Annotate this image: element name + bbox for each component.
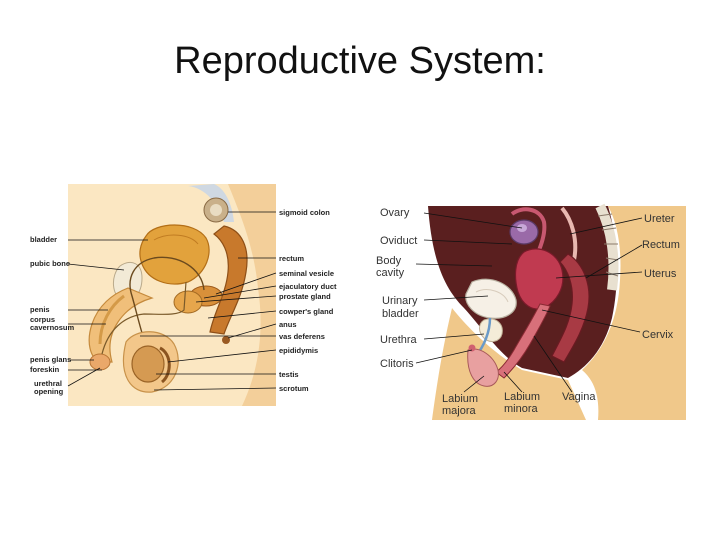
spine-shape xyxy=(595,203,619,291)
label-penis-glans: penis glans xyxy=(30,355,71,364)
label-vagina: Vagina xyxy=(562,391,596,403)
label-sigmoid-colon: sigmoid colon xyxy=(279,208,330,217)
vas-deferens-path xyxy=(129,256,205,347)
label-scrotum: scrotum xyxy=(279,384,309,393)
label-ovary: Ovary xyxy=(380,207,410,219)
label-labium-majora-2: majora xyxy=(442,405,477,417)
label-urinary: Urinary xyxy=(382,295,418,307)
slide-title: Reproductive System: xyxy=(174,40,546,82)
anus-shape xyxy=(222,336,230,344)
label-epididymis: epididymis xyxy=(279,346,318,355)
label-uterus: Uterus xyxy=(644,268,677,280)
ovary-shape xyxy=(509,219,539,245)
label-prostate-gland: prostate gland xyxy=(279,292,331,301)
label-cervix: Cervix xyxy=(642,329,674,341)
male-body-back xyxy=(228,184,276,406)
oviduct-shape xyxy=(510,207,547,259)
label-labium-minora-1: Labium xyxy=(504,391,540,403)
label-cowpers-gland: cowper's gland xyxy=(279,307,334,316)
label-body: Body xyxy=(376,255,402,267)
label-opening: opening xyxy=(34,387,64,396)
prostate-gland-shape xyxy=(173,290,203,314)
label-rectum-female: Rectum xyxy=(642,239,680,251)
urinary-bladder-shape xyxy=(465,278,517,319)
female-body-skin xyxy=(582,206,686,420)
epididymis-shape xyxy=(159,346,171,384)
male-reproductive-diagram: sigmoid colon rectum seminal vesicle eja… xyxy=(28,178,340,410)
label-rectum-male: rectum xyxy=(279,254,304,263)
label-oviduct: Oviduct xyxy=(380,235,417,247)
label-cavity: cavity xyxy=(376,267,405,279)
label-bladder-female: bladder xyxy=(382,308,419,320)
label-ureter: Ureter xyxy=(644,213,675,225)
label-cavernosum: cavernosum xyxy=(30,323,75,332)
label-pubic-bone: pubic bone xyxy=(30,259,70,268)
label-bladder-male: bladder xyxy=(30,235,57,244)
labia-shape xyxy=(467,348,499,387)
label-penis: penis xyxy=(30,305,50,314)
clitoris-shape xyxy=(468,344,476,352)
urethra-path xyxy=(101,281,187,355)
label-vas-deferens: vas deferens xyxy=(279,332,325,341)
label-labium-minora-2: minora xyxy=(504,403,539,415)
label-urethral: urethral xyxy=(34,379,62,388)
rectum-female-shape xyxy=(551,253,590,363)
female-reproductive-diagram: Ovary Oviduct Body cavity Urinary bladde… xyxy=(372,200,686,420)
label-clitoris: Clitoris xyxy=(380,358,414,370)
label-foreskin: foreskin xyxy=(30,365,60,374)
label-corpus: corpus xyxy=(30,315,55,324)
vagina-shape xyxy=(495,303,551,379)
label-urethra: Urethra xyxy=(380,334,418,346)
label-testis: testis xyxy=(279,370,299,379)
testis-shape xyxy=(131,345,165,383)
pubic-bone-female-shape xyxy=(479,318,503,342)
bladder-shape xyxy=(139,224,210,285)
ureter-shape xyxy=(560,206,578,261)
label-labium-majora-1: Labium xyxy=(442,393,478,405)
label-ejaculatory-duct: ejaculatory duct xyxy=(279,282,337,291)
penis-glans-shape xyxy=(89,353,111,371)
label-seminal-vesicle: seminal vesicle xyxy=(279,269,334,278)
label-anus: anus xyxy=(279,320,297,329)
